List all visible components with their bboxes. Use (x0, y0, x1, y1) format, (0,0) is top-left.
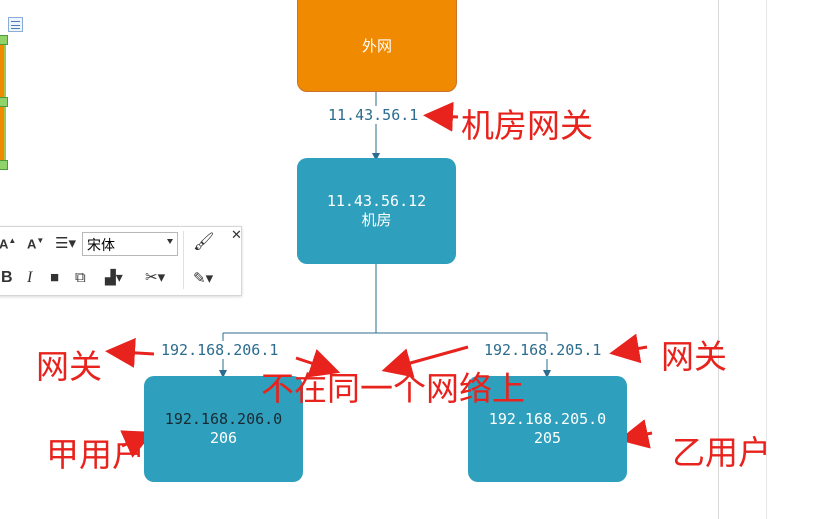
red-arrow-left-gateway (105, 337, 155, 368)
user-b-ip: 192.168.205.0 (488, 410, 607, 428)
resize-handle[interactable] (0, 97, 8, 107)
user-b-label: 205 (533, 429, 562, 447)
italic-button[interactable]: I (27, 269, 33, 286)
font-family-value: 宋体 (87, 238, 115, 254)
internet-label: 外网 (361, 36, 392, 55)
font-family-select[interactable]: 宋体 (82, 232, 178, 256)
toolbar-separator (183, 231, 184, 289)
edge-label-left-gateway: 192.168.206.1 (159, 341, 281, 359)
annotation-machine-room-gateway: 机房网关 (461, 106, 593, 145)
user-a-node[interactable]: 192.168.206.0 206 (144, 376, 303, 482)
internet-node[interactable]: 外网 (297, 0, 457, 92)
font-size-down-button[interactable]: A▼ (27, 236, 45, 252)
resize-handle[interactable] (0, 160, 8, 170)
close-icon[interactable]: ✕ (231, 227, 242, 242)
machine-room-ip: 11.43.56.12 (326, 192, 427, 210)
panel-divider (766, 0, 767, 519)
machine-room-label: 机房 (361, 211, 392, 229)
red-arrow-notsame-left (295, 349, 341, 378)
annotation-user-b: 乙用户 (672, 433, 771, 472)
annotation-user-a: 甲用户 (46, 435, 145, 474)
user-a-ip: 192.168.206.0 (164, 410, 283, 428)
tools-icon[interactable]: ✂▾ (145, 269, 166, 286)
edge-label-right-gateway: 192.168.205.1 (482, 341, 604, 359)
text-format-toolbar: A▲ A▼ ☰▾ 宋体 🖌 ✕ B I ■ ⧉ ▟▾ ✂▾ ✎▾ (0, 226, 242, 296)
annotation-left-gateway: 网关 (36, 347, 102, 386)
format-painter-icon[interactable]: 🖌 (193, 232, 215, 251)
user-a-label: 206 (209, 429, 238, 447)
shape-menu-icon[interactable] (8, 17, 23, 32)
shadow-icon[interactable]: ⧉ (75, 269, 86, 286)
annotation-right-gateway: 网关 (661, 337, 727, 376)
bold-button[interactable]: B (1, 269, 13, 286)
red-arrow-user-a (120, 430, 154, 458)
red-arrow-user-b (618, 419, 653, 449)
font-size-up-button[interactable]: A▲ (0, 236, 17, 252)
red-arrow-right-gateway (609, 333, 648, 364)
edit-shape-icon[interactable]: ✎▾ (193, 270, 214, 287)
red-arrow-notsame-right (381, 345, 469, 378)
align-icon[interactable]: ☰▾ (55, 235, 76, 252)
annotation-not-same-network: 不在同一个网络上 (261, 369, 525, 408)
chevron-down-icon (167, 239, 173, 244)
edge-label-top-gateway: 11.43.56.1 (326, 106, 421, 124)
fill-color-icon[interactable]: ■ (50, 269, 60, 286)
red-arrow-gateway-top (423, 101, 459, 132)
resize-handle[interactable] (0, 35, 8, 45)
user-b-node[interactable]: 192.168.205.0 205 (468, 376, 627, 482)
canvas-right-edge (718, 0, 719, 519)
line-style-icon[interactable]: ▟▾ (105, 269, 123, 285)
machine-room-node[interactable]: 11.43.56.12 机房 (297, 158, 456, 264)
